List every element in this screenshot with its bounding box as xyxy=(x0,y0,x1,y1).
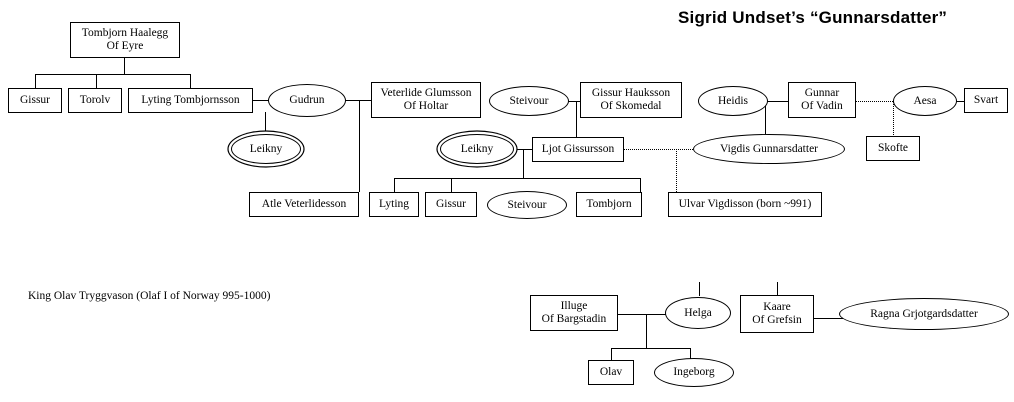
node-skofte[interactable]: Skofte xyxy=(866,136,920,161)
node-gunnar-of-vadin[interactable]: Gunnar Of Vadin xyxy=(788,82,856,118)
connector xyxy=(699,282,701,296)
node-ragna-grjotgardsdatter[interactable]: Ragna Grjotgardsdatter xyxy=(839,298,1009,330)
node-veterlide-glumsson[interactable]: Veterlide Glumsson Of Holtar xyxy=(371,82,481,118)
connector xyxy=(616,314,668,316)
connector xyxy=(190,74,192,88)
node-helga[interactable]: Helga xyxy=(665,297,731,329)
connector xyxy=(690,348,692,360)
connector xyxy=(955,101,966,103)
connector xyxy=(611,348,691,350)
connector xyxy=(567,101,582,103)
node-tombjorn-2[interactable]: Tombjorn xyxy=(576,192,642,217)
connector xyxy=(35,74,190,76)
node-leikny-2[interactable]: Leikny xyxy=(440,134,514,164)
connector xyxy=(96,74,98,88)
node-leikny-1[interactable]: Leikny xyxy=(231,134,301,164)
connector xyxy=(394,178,396,192)
connector-dotted xyxy=(893,101,894,137)
node-lyting-2[interactable]: Lyting xyxy=(369,192,419,217)
node-steivour-2[interactable]: Steivour xyxy=(487,191,567,219)
node-gudrun[interactable]: Gudrun xyxy=(268,84,346,117)
node-svart[interactable]: Svart xyxy=(964,88,1008,113)
node-tombjorn-haalegg[interactable]: Tombjorn Haalegg Of Eyre xyxy=(70,22,180,58)
connector xyxy=(253,100,271,102)
node-vigdis-gunnarsdatter[interactable]: Vigdis Gunnarsdatter xyxy=(693,134,845,164)
connector xyxy=(35,74,37,88)
connector xyxy=(124,58,126,74)
connector xyxy=(646,314,648,348)
connector-dotted xyxy=(855,101,897,102)
node-gissur-2[interactable]: Gissur xyxy=(425,192,477,217)
node-aesa[interactable]: Aesa xyxy=(893,86,957,116)
connector xyxy=(359,100,361,192)
connector xyxy=(394,178,641,180)
node-ingeborg[interactable]: Ingeborg xyxy=(654,358,734,387)
connector xyxy=(640,178,642,192)
node-gissur-hauksson[interactable]: Gissur Hauksson Of Skomedal xyxy=(580,82,682,118)
node-heidis[interactable]: Heidis xyxy=(698,86,768,116)
connector xyxy=(523,149,525,178)
connector xyxy=(451,178,453,192)
connector xyxy=(611,348,613,360)
king-olav-note: King Olav Tryggvason (Olaf I of Norway 9… xyxy=(28,290,271,302)
page-title: Sigrid Undset’s “Gunnarsdatter” xyxy=(678,8,948,27)
connector xyxy=(576,101,578,137)
connector xyxy=(265,112,267,136)
node-lyting-tombjornsson[interactable]: Lyting Tombjornsson xyxy=(128,88,253,113)
node-gissur-1[interactable]: Gissur xyxy=(8,88,62,113)
connector-dotted xyxy=(676,149,677,192)
connector xyxy=(766,101,790,103)
connector xyxy=(765,101,767,134)
node-illuge-of-bargstadin[interactable]: Illuge Of Bargstadin xyxy=(530,295,618,331)
node-steivour-1[interactable]: Steivour xyxy=(489,86,569,116)
connector xyxy=(777,282,779,296)
node-ulvar-vigdisson[interactable]: Ulvar Vigdisson (born ~991) xyxy=(668,192,822,217)
connector-dotted xyxy=(623,149,701,150)
connector xyxy=(344,100,373,102)
node-atle-veterlidesson[interactable]: Atle Veterlidesson xyxy=(249,192,359,217)
connector xyxy=(812,318,844,320)
node-torolv[interactable]: Torolv xyxy=(68,88,122,113)
node-olav[interactable]: Olav xyxy=(588,360,634,385)
node-ljot-gissursson[interactable]: Ljot Gissursson xyxy=(532,137,624,162)
node-kaare-of-grefsin[interactable]: Kaare Of Grefsin xyxy=(740,295,814,333)
